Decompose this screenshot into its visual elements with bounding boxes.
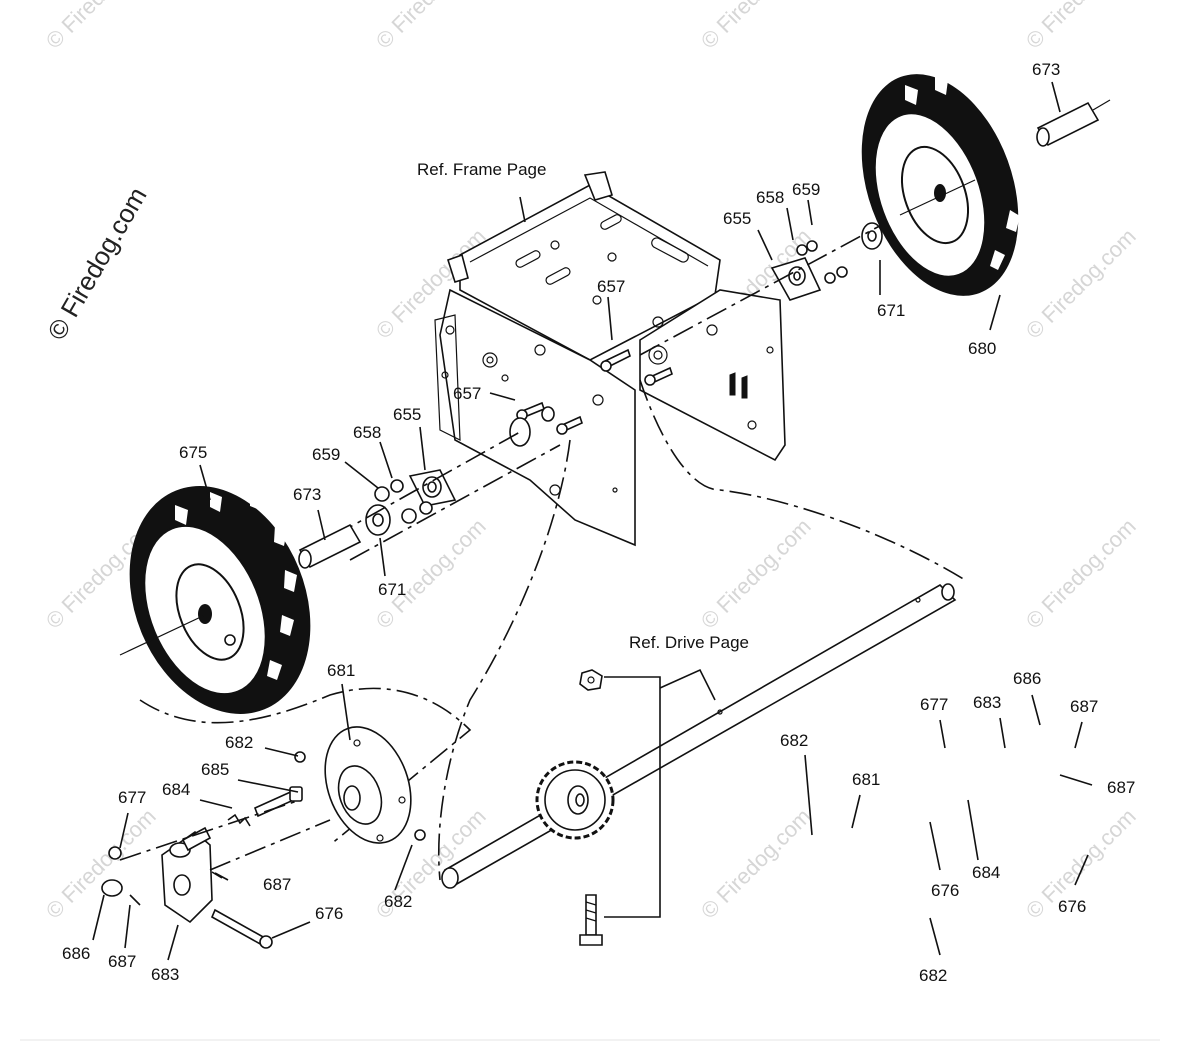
callout-681: 681	[327, 661, 355, 680]
right-wheel-680	[861, 74, 1111, 296]
watermark-tile: © Firedog.com	[371, 0, 491, 54]
callout-685: 685	[201, 760, 229, 779]
right-bearing-group	[639, 214, 901, 356]
watermark-tile: © Firedog.com	[696, 0, 816, 54]
callout-657: 657	[453, 384, 481, 403]
callout-684: 684	[162, 780, 190, 799]
shaft-hardware	[579, 668, 716, 946]
callout-687: 687	[108, 952, 136, 971]
callout-labels: Ref. Frame Page Ref. Drive Page 673 658 …	[62, 60, 1135, 985]
callout-671: 671	[378, 580, 406, 599]
callout-659: 659	[792, 180, 820, 199]
callout-686: 686	[62, 944, 90, 963]
callout-676: 676	[315, 904, 343, 923]
left-bearing-group	[298, 431, 561, 569]
callout-677: 677	[118, 788, 146, 807]
callout-680: 680	[968, 339, 996, 358]
callout-687: 687	[1107, 778, 1135, 797]
frame-assembly	[434, 171, 786, 547]
callout-683: 683	[973, 693, 1001, 712]
callout-686: 686	[1013, 669, 1041, 688]
spring-pin-parts	[101, 786, 331, 949]
left-wheel-675	[119, 486, 311, 714]
ref-drive-page-label: Ref. Drive Page	[629, 633, 749, 652]
callout-657: 657	[597, 277, 625, 296]
callout-677: 677	[920, 695, 948, 714]
sprocket	[535, 760, 615, 840]
callout-673: 673	[293, 485, 321, 504]
watermark-tile: © Firedog.com	[1021, 224, 1141, 344]
side-watermark: © Firedog.com	[41, 182, 152, 345]
watermark-tile: © Firedog.com	[371, 514, 491, 634]
watermark-tile: © Firedog.com	[41, 0, 161, 54]
callout-682: 682	[384, 892, 412, 911]
callout-682: 682	[780, 731, 808, 750]
callout-655: 655	[393, 405, 421, 424]
callout-684: 684	[972, 863, 1000, 882]
callout-676: 676	[1058, 897, 1086, 916]
callout-673: 673	[1032, 60, 1060, 79]
watermark-tile: © Firedog.com	[1021, 0, 1141, 54]
clevis-683	[161, 826, 213, 924]
callout-655: 655	[723, 209, 751, 228]
callout-leaders	[92, 81, 1093, 961]
watermark-tile: © Firedog.com	[696, 804, 816, 924]
hub-681	[294, 726, 426, 844]
callout-682: 682	[225, 733, 253, 752]
callout-681: 681	[852, 770, 880, 789]
callout-687: 687	[263, 875, 291, 894]
dash-loop-right	[639, 379, 966, 581]
callout-683: 683	[151, 965, 179, 984]
callout-658: 658	[756, 188, 784, 207]
callout-671: 671	[877, 301, 905, 320]
callout-675: 675	[179, 443, 207, 462]
callout-659: 659	[312, 445, 340, 464]
dash-loop-wheel	[139, 687, 472, 846]
watermark-tile: © Firedog.com	[1021, 514, 1141, 634]
callout-658: 658	[353, 423, 381, 442]
watermark-tile: © Firedog.com	[696, 514, 816, 634]
ref-frame-page-label: Ref. Frame Page	[417, 160, 546, 179]
drive-shaft	[441, 583, 957, 889]
callout-676: 676	[931, 881, 959, 900]
callout-687: 687	[1070, 697, 1098, 716]
callout-682: 682	[919, 966, 947, 985]
dash-loop-left	[437, 439, 571, 881]
hex-bolts-657	[509, 348, 673, 447]
